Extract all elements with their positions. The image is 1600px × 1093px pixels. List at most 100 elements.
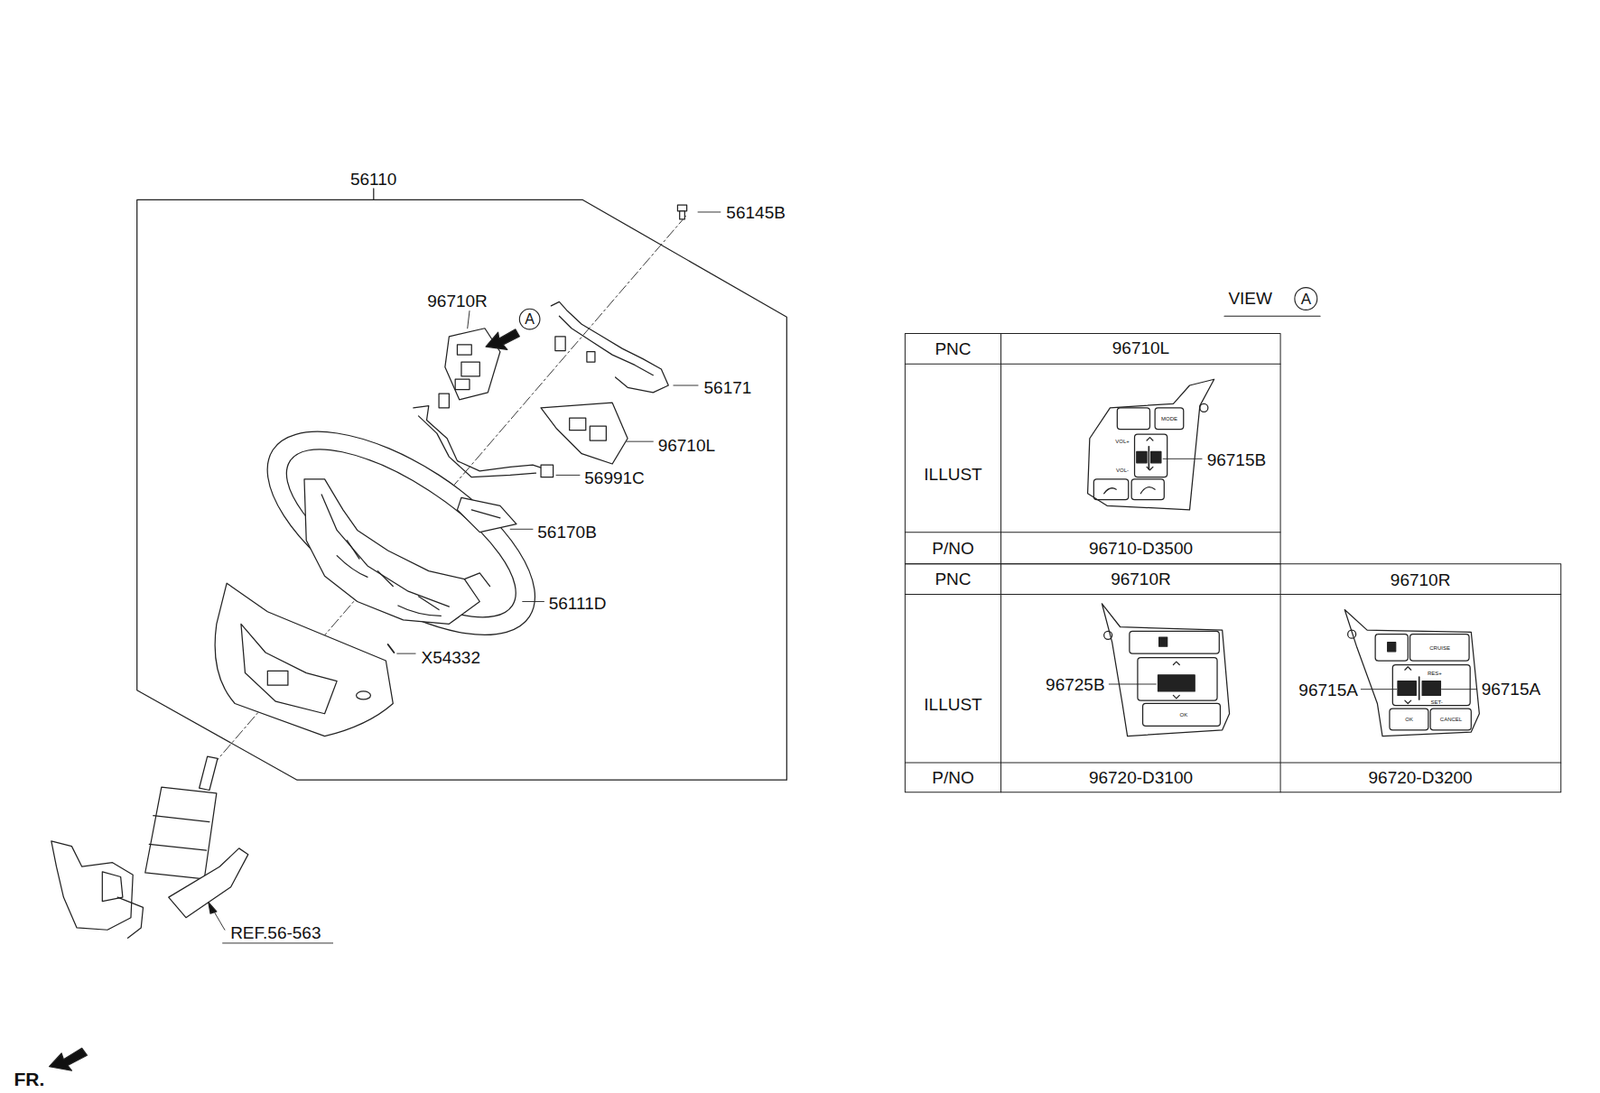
airbag-cover: [241, 623, 337, 714]
switch-illustration: [1134, 434, 1168, 477]
axis-line: [204, 215, 686, 775]
table-cell: 96710-D3500: [1087, 539, 1195, 557]
airbag-cover: [267, 670, 289, 686]
switch-illustration: [1159, 637, 1168, 647]
button-text: VOL-: [1116, 467, 1129, 474]
bracket-plate: [471, 510, 501, 519]
switch-illustration: [1108, 684, 1156, 686]
switch-illustration: [1093, 479, 1128, 501]
switch-illustration: [1143, 703, 1221, 726]
bolt-symbol: [677, 204, 687, 212]
view-arrow: [485, 308, 540, 350]
switch-assembly: [589, 426, 606, 441]
view-marker: A: [522, 312, 537, 327]
part-number: 96715B: [1205, 450, 1269, 468]
switch-illustration: [1422, 681, 1441, 697]
wiring-harness: [413, 393, 580, 478]
switch-assembly: [445, 311, 501, 400]
steering-wheel: [261, 418, 540, 649]
bracket-plate: [510, 529, 533, 531]
switch-illustration: [1430, 708, 1471, 731]
switch-assembly: [461, 362, 480, 377]
switch-illustration: [1129, 631, 1219, 654]
assembly-outline: [137, 188, 788, 781]
table-cell: PNC: [932, 340, 973, 358]
switch-illustration: [1397, 681, 1416, 697]
table-grid: [904, 363, 1281, 365]
switch-illustration: [1154, 408, 1184, 430]
wiring-harness: [555, 336, 566, 352]
button-text: CRUISE: [1429, 645, 1451, 652]
switch-assembly: [540, 402, 628, 465]
switch-illustration: [1151, 451, 1162, 463]
switch-illustration: [1360, 688, 1397, 690]
switch-illustration: [1162, 458, 1202, 460]
steering-wheel: [336, 556, 441, 617]
table-grid: [904, 564, 1561, 793]
view-arrow: [485, 329, 520, 351]
table-cell: ILLUST: [921, 465, 984, 484]
view-marker: A: [1299, 291, 1313, 307]
screw-symbol: [397, 653, 416, 655]
table-cell: 96710R: [1108, 569, 1173, 587]
view-arrow: [519, 308, 540, 330]
view-heading: [1294, 288, 1318, 311]
reference-note: REF.56-563: [228, 923, 323, 941]
table-cell: ILLUST: [921, 695, 984, 713]
table-grid: [1000, 333, 1002, 564]
table-cell: 96720-D3200: [1367, 769, 1475, 787]
view-title: VIEW: [1226, 288, 1275, 307]
wiring-harness: [550, 301, 698, 393]
axis-line: [204, 215, 686, 775]
button-text: OK: [1404, 716, 1414, 723]
steering-wheel: [522, 601, 545, 603]
front-arrow: [49, 1048, 88, 1071]
view-heading: [1224, 288, 1321, 317]
steering-column: [153, 816, 210, 823]
bolt-symbol: [677, 204, 720, 220]
wiring-harness: [550, 301, 669, 393]
bolt-symbol: [697, 211, 721, 213]
switch-illustration: [1392, 665, 1470, 707]
airbag-cover: [214, 583, 393, 736]
table-grid: [904, 333, 1281, 564]
assembly-outline: [137, 199, 788, 781]
table-cell: 96710L: [1110, 339, 1172, 357]
steering-column: [148, 844, 206, 851]
steering-wheel: [346, 540, 439, 611]
steering-column: [145, 787, 217, 880]
steering-wheel: [304, 479, 480, 624]
table-grid: [904, 594, 1561, 596]
steering-column: [208, 902, 217, 914]
bolt-symbol: [679, 211, 686, 220]
switch-illustration: [1088, 379, 1215, 511]
button-text: SET-: [1431, 699, 1443, 706]
part-number: X54332: [418, 648, 483, 666]
wiring-harness: [418, 416, 537, 478]
wiring-harness: [558, 316, 653, 376]
wiring-harness: [438, 393, 449, 409]
switch-illustration: [1410, 634, 1470, 661]
wiring-harness: [586, 352, 596, 363]
steering-wheel: [464, 573, 490, 587]
wiring-harness: [413, 406, 552, 472]
wiring-harness: [540, 465, 554, 478]
steering-column: [168, 848, 249, 919]
switch-assembly: [467, 311, 470, 329]
steering-column: [223, 942, 334, 944]
steering-wheel: [321, 494, 449, 607]
switch-illustration: [1387, 642, 1396, 652]
steering-column: [199, 756, 218, 791]
part-number: 56145B: [724, 204, 788, 222]
table-cell: P/NO: [930, 769, 976, 787]
switch-assembly: [456, 344, 472, 355]
part-number: 56170B: [535, 522, 599, 540]
switch-illustration: [1088, 379, 1215, 511]
screw-symbol: [388, 644, 395, 653]
switch-illustration: [1137, 658, 1218, 701]
switch-illustration: [1418, 677, 1421, 700]
bracket-plate: [456, 497, 533, 532]
switch-illustration: [1389, 708, 1429, 731]
switch-illustration: [1101, 604, 1229, 737]
